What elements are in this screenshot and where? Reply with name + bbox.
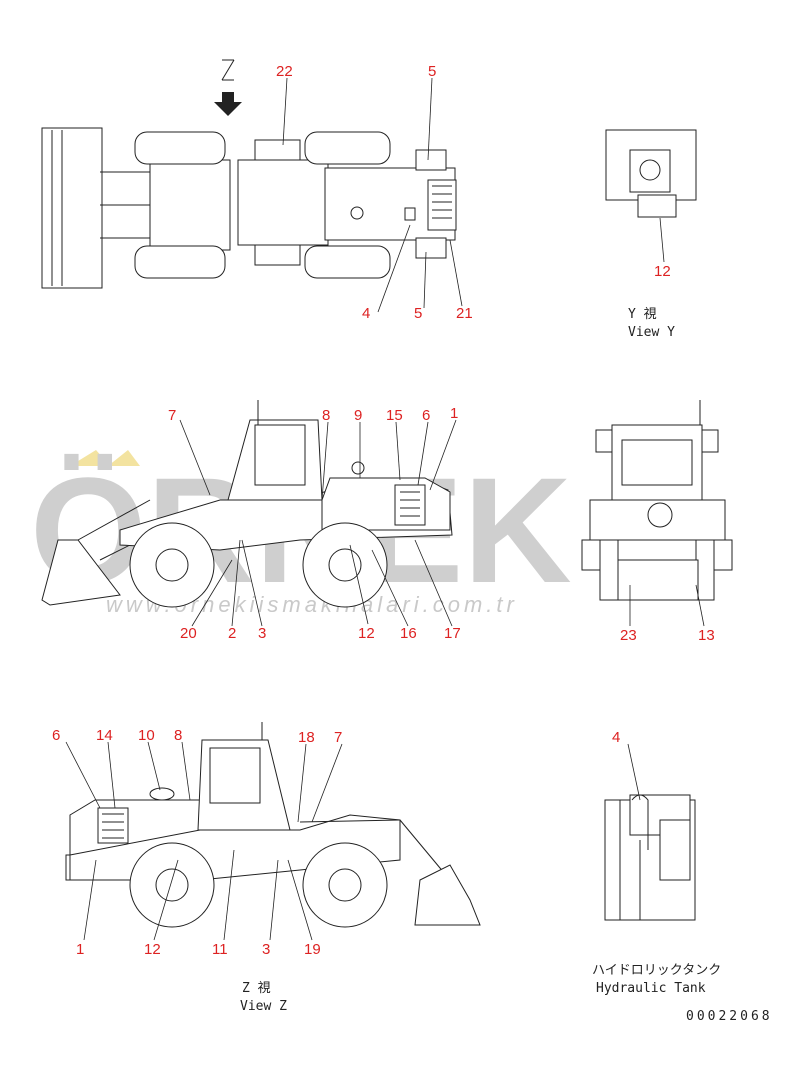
callout-right-19: 19: [304, 941, 321, 958]
callout-top-22: 22: [276, 63, 293, 80]
callout-left-2: 2: [228, 625, 236, 642]
callout-top-5b: 5: [414, 305, 422, 322]
callout-right-10: 10: [138, 727, 155, 744]
callout-right-1: 1: [76, 941, 84, 958]
callout-top-5a: 5: [428, 63, 436, 80]
side-right-view: [65, 722, 481, 941]
callout-left-12: 12: [358, 625, 375, 642]
callout-left-20: 20: [180, 625, 197, 642]
view-y: [605, 129, 697, 263]
callout-right-3: 3: [262, 941, 270, 958]
callout-right-6: 6: [52, 727, 60, 744]
callout-left-16: 16: [400, 625, 417, 642]
callout-left-1: 1: [450, 405, 458, 422]
callout-right-14: 14: [96, 727, 113, 744]
callout-top-4: 4: [362, 305, 370, 322]
view-y-caption-jp: Y 視: [628, 307, 657, 322]
callout-right-8: 8: [174, 727, 182, 744]
drawing-number: 00022068: [686, 1009, 773, 1024]
tank-caption-en: Hydraulic Tank: [596, 981, 706, 996]
front-view: [581, 400, 733, 627]
callout-front-13: 13: [698, 627, 715, 644]
callout-right-11: 11: [212, 941, 228, 958]
callout-left-6: 6: [422, 407, 430, 424]
callout-front-23: 23: [620, 627, 637, 644]
view-z-caption-jp: Z 視: [242, 981, 271, 996]
callout-right-18: 18: [298, 729, 315, 746]
top-view: [41, 59, 463, 313]
view-z-caption-en: View Z: [240, 999, 287, 1014]
callout-left-9: 9: [354, 407, 362, 424]
hydraulic-tank-view: [604, 743, 696, 921]
callout-top-21: 21: [456, 305, 473, 322]
side-left-view: [41, 400, 457, 627]
callout-left-17: 17: [444, 625, 461, 642]
callout-left-8: 8: [322, 407, 330, 424]
callout-left-3: 3: [258, 625, 266, 642]
view-y-caption-en: View Y: [628, 325, 675, 340]
callout-right-7: 7: [334, 729, 342, 746]
tank-caption-jp: ハイドロリックタンク: [592, 963, 721, 978]
callout-right-12: 12: [144, 941, 161, 958]
callout-left-15: 15: [386, 407, 403, 424]
callout-left-7: 7: [168, 407, 176, 424]
callout-viewy-12: 12: [654, 263, 671, 280]
callout-tank-4: 4: [612, 729, 620, 746]
